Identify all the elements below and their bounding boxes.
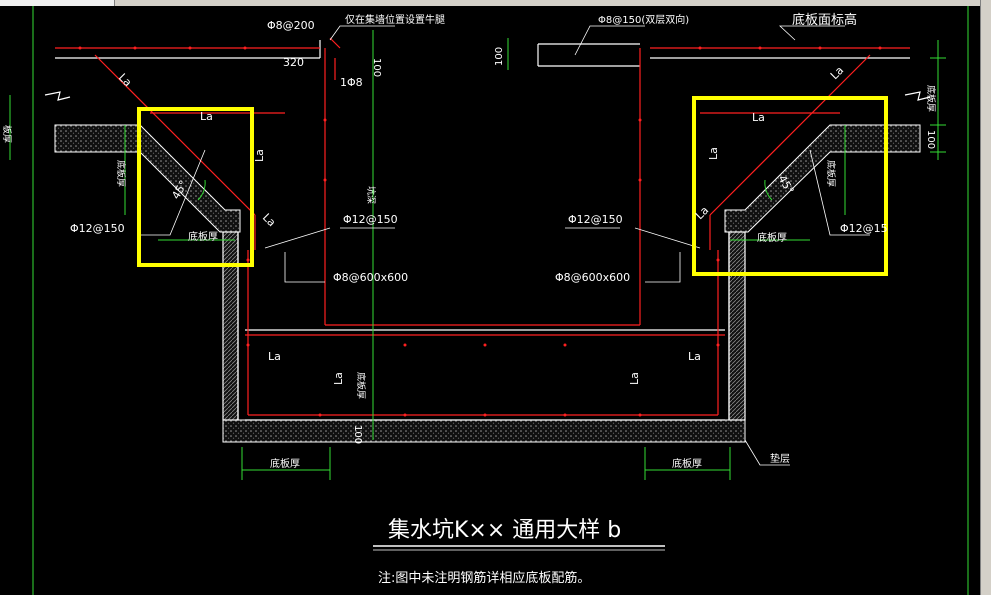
label-la-vert-left: La <box>253 149 266 162</box>
highlight-boxes <box>137 96 888 276</box>
label-dim-100-wall: 100 <box>371 58 382 77</box>
drawing-frame <box>32 6 969 595</box>
label-pit-depth: 坑深 <box>365 186 377 204</box>
label-slab-thick-left: 底板厚 <box>188 230 218 243</box>
dimension-lines <box>9 30 946 480</box>
title-bar <box>0 0 991 6</box>
label-slab-thick-center: 底板厚 <box>355 372 367 399</box>
concrete-cushion <box>54 124 921 443</box>
label-bar-top: Φ8@200 <box>267 19 315 32</box>
leader-lines <box>140 25 870 466</box>
label-cushion: 垫层 <box>770 452 790 465</box>
slab-outline <box>44 40 931 101</box>
label-side-text: 板厚 <box>1 125 13 143</box>
label-la-top-left: La <box>200 110 213 123</box>
label-la-diag-left: La <box>116 71 134 89</box>
label-la-vert-right: La <box>707 147 720 160</box>
vertical-scrollbar[interactable] <box>980 0 991 595</box>
label-phi12-center-left: Φ12@150 <box>343 213 398 226</box>
label-dim-100-top: 100 <box>494 47 505 66</box>
angle-arcs <box>197 179 773 201</box>
label-slab-thick-vert-left: 底板厚 <box>115 160 127 187</box>
rebar-dots <box>78 46 882 417</box>
cad-drawing-canvas[interactable]: Φ8@200 仅在集墙位置设置牛腿 Φ8@150(双层双向) 底板面标高 320… <box>0 6 981 595</box>
label-phi8-mesh-right: Φ8@600x600 <box>555 271 630 284</box>
label-phi12-left: Φ12@150 <box>70 222 125 235</box>
label-slab-thick-vert-right: 底板厚 <box>825 160 837 187</box>
label-la-lower-left: La <box>260 211 278 229</box>
label-phi8-mesh-left: Φ8@600x600 <box>333 271 408 284</box>
document-tab[interactable] <box>0 0 115 6</box>
label-1phi8: 1Φ8 <box>340 76 363 89</box>
label-slab-thick-bottom-left: 底板厚 <box>270 457 300 470</box>
label-bar-top-right: Φ8@150(双层双向) <box>598 13 689 26</box>
rebar-lines <box>55 37 910 416</box>
drawing-title: 集水坑K×× 通用大样 b <box>388 518 621 543</box>
drawing-note: 注:图中未注明钢筋详相应底板配筋。 <box>378 570 590 586</box>
label-dim-100-bottom: 100 <box>352 425 363 444</box>
label-phi12-right-edge: Φ12@15 <box>840 222 888 235</box>
label-slab-elevation: 底板面标高 <box>792 12 857 28</box>
label-la-pit-left: La <box>332 372 345 385</box>
label-slab-thick-far-right: 底板厚 <box>925 85 937 112</box>
drawing-title-block: 集水坑K×× 通用大样 b 注:图中未注明钢筋详相应底板配筋。 <box>373 518 665 586</box>
label-la-mid-left: La <box>268 350 281 363</box>
label-slab-thick-bottom-right: 底板厚 <box>672 457 702 470</box>
label-la-mid-right: La <box>688 350 701 363</box>
label-la-top-right: La <box>752 111 765 124</box>
label-la-diag-right: La <box>828 64 846 82</box>
label-phi12-center-right: Φ12@150 <box>568 213 623 226</box>
pit-walls <box>222 231 746 421</box>
label-wall-note: 仅在集墙位置设置牛腿 <box>345 13 445 26</box>
label-dim-100-right: 100 <box>925 130 936 149</box>
label-slab-thick-right: 底板厚 <box>757 231 787 244</box>
label-la-pit-right: La <box>628 372 641 385</box>
label-dim-320: 320 <box>283 56 304 69</box>
